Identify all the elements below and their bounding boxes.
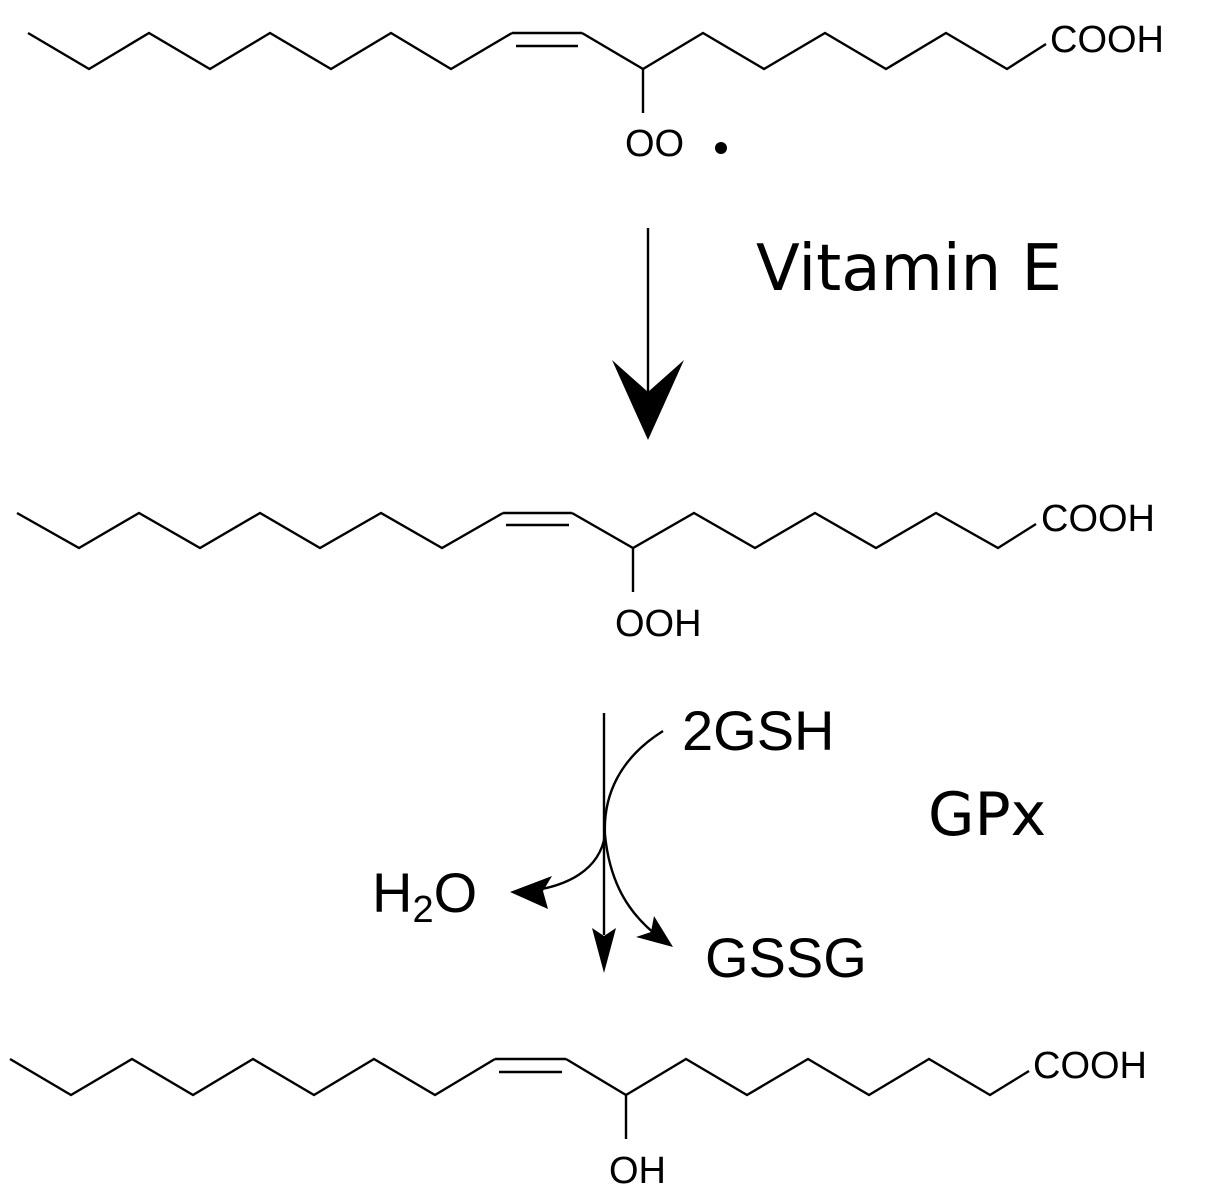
radical-dot-icon [715,142,727,154]
hydroxyl-label: OH [609,1150,666,1192]
gssg-arrowhead-icon [636,916,673,947]
carbon-chain-right [571,511,1037,550]
water-arrowhead-icon [510,876,552,909]
gsh-curve [603,729,664,836]
water-label: H2O [372,861,477,931]
water-o: O [434,861,478,924]
arrowhead-icon [592,928,616,973]
gssg-label: GSSG [705,926,867,989]
gsh-label: 2GSH [682,699,835,762]
carbon-chain-right [581,31,1047,71]
gpx-label: GPx [928,780,1046,850]
cooh-label: COOH [1050,19,1164,61]
water-h: H [372,861,412,924]
arrowhead-icon [612,360,684,440]
cooh-label: COOH [1041,498,1155,540]
reaction-arrow-2: 2GSH H2O GSSG GPx [372,699,1046,989]
molecule-alcohol: COOH OH [9,1045,1147,1192]
carbon-chain-left [16,511,504,550]
gssg-curve [603,834,661,939]
reaction-arrow-1: Vitamin E [612,228,1062,440]
molecule-peroxyl-radical: COOH OO [27,19,1164,165]
peroxyl-label: OO [625,123,684,165]
hydroperoxide-label: OOH [615,603,702,645]
carbon-chain-left [27,31,513,71]
carbon-chain-left [9,1057,496,1097]
cooh-label: COOH [1033,1045,1147,1087]
molecule-hydroperoxide: COOH OOH [16,498,1155,645]
water-subscript: 2 [412,889,433,931]
carbon-chain-right [565,1057,1030,1097]
vitamin-e-label: Vitamin E [756,232,1062,306]
